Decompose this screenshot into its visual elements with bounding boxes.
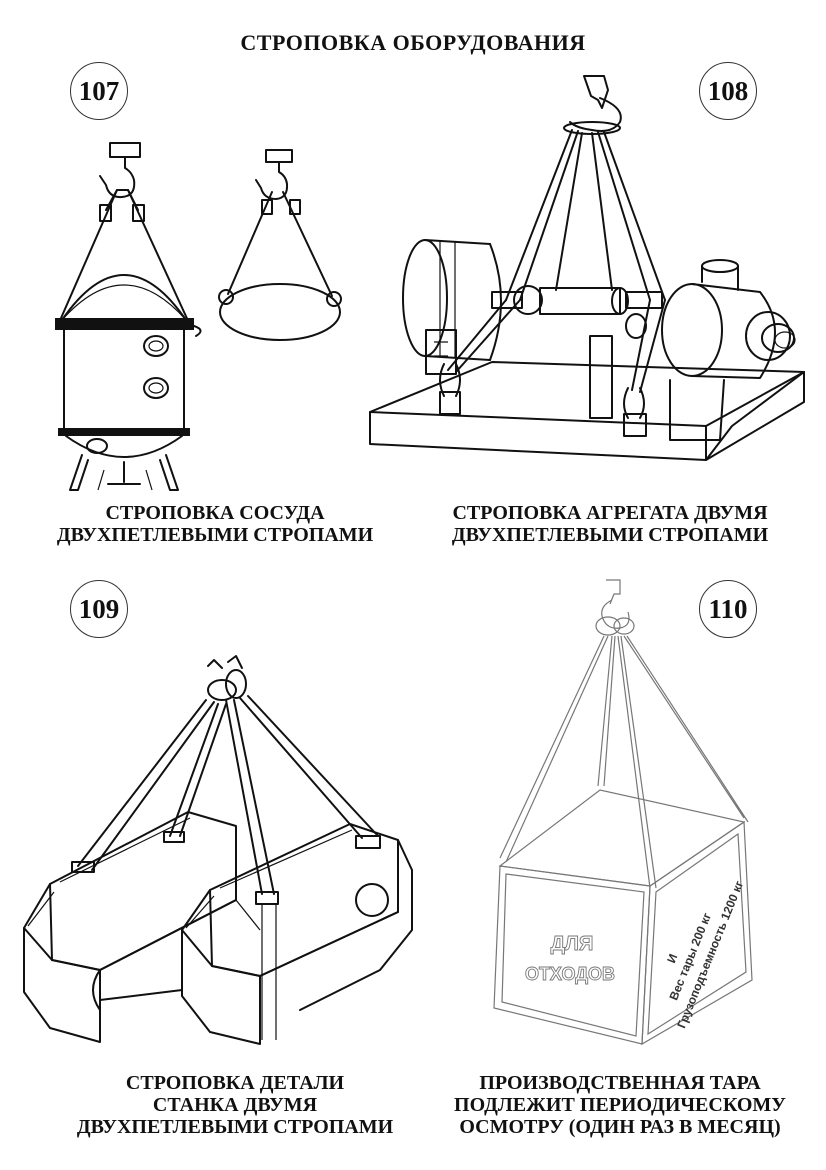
caption-108-line-1: СТРОПОВКА АГРЕГАТА ДВУМЯ [452, 502, 768, 524]
figure-number-109: 109 [70, 580, 128, 638]
container-illustration: ДЛЯ ОТХОДОВ И Вес тары 200 кг Грузоподъе… [493, 579, 753, 1046]
container-label-line-1: ДЛЯ [551, 933, 594, 955]
caption-108: СТРОПОВКА АГРЕГАТА ДВУМЯ ДВУХПЕТЛЕВЫМИ С… [410, 502, 810, 546]
caption-108-line-2: ДВУХПЕТЛЕВЫМИ СТРОПАМИ [451, 524, 769, 546]
caption-110-line-3: ОСМОТРУ (ОДИН РАЗ В МЕСЯЦ) [459, 1116, 781, 1138]
vessel-illustration [55, 142, 202, 491]
caption-109-line-1: СТРОПОВКА ДЕТАЛИ [125, 1072, 345, 1094]
unit-illustration [369, 75, 805, 461]
caption-107: СТРОПОВКА СОСУДА ДВУХПЕТЛЕВЫМИ СТРОПАМИ [20, 502, 410, 546]
page-title: СТРОПОВКА ОБОРУДОВАНИЯ [240, 30, 586, 55]
caption-107-line-2: ДВУХПЕТЛЕВЫМИ СТРОПАМИ [56, 524, 374, 546]
figure-number-108: 108 [699, 62, 757, 120]
figure-number-110: 110 [699, 580, 757, 638]
caption-107-line-1: СТРОПОВКА СОСУДА [105, 502, 325, 524]
caption-110-line-2: ПОДЛЕЖИТ ПЕРИОДИЧЕСКОМУ [454, 1094, 786, 1116]
machine-part-illustration [23, 655, 413, 1045]
caption-110-line-1: ПРОИЗВОДСТВЕННАЯ ТАРА [479, 1072, 761, 1094]
spare-sling-illustration [218, 149, 342, 341]
container-side-mark: И [664, 952, 680, 965]
caption-110: ПРОИЗВОДСТВЕННАЯ ТАРА ПОДЛЕЖИТ ПЕРИОДИЧЕ… [430, 1072, 810, 1138]
caption-109-line-2: СТАНКА ДВУМЯ [152, 1094, 318, 1116]
caption-109: СТРОПОВКА ДЕТАЛИ СТАНКА ДВУМЯ ДВУХПЕТЛЕВ… [20, 1072, 450, 1138]
container-label-line-2: ОТХОДОВ [525, 964, 615, 984]
figure-number-107: 107 [70, 62, 128, 120]
caption-109-line-3: ДВУХПЕТЛЕВЫМИ СТРОПАМИ [76, 1116, 394, 1138]
